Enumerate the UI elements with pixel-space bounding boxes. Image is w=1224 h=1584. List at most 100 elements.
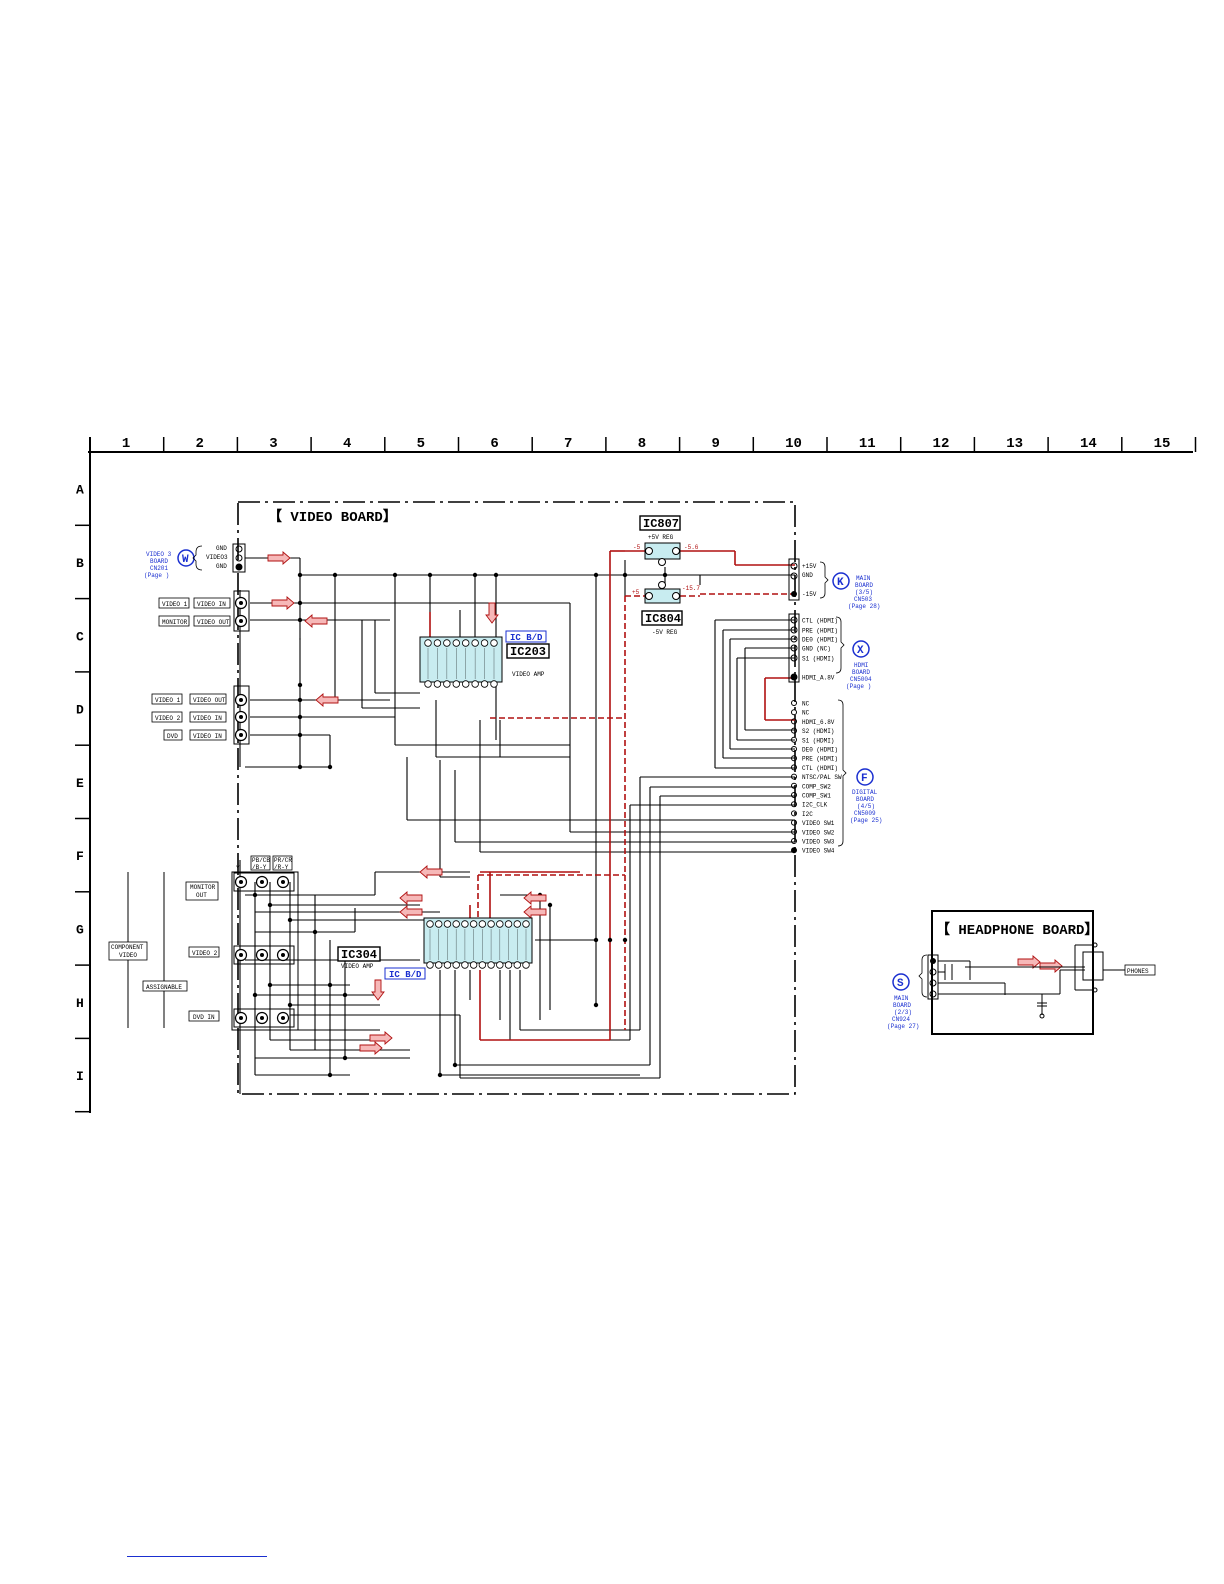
footer-link-line[interactable] [127, 1556, 267, 1557]
s-ref-3: CN924 [892, 1016, 910, 1023]
voltage-labels: -5 -5.6 +5 -15.7 [632, 544, 700, 596]
column-label-4: 4 [343, 436, 351, 452]
component-label-0: COMPONENT [111, 944, 144, 951]
row-label-H: H [76, 996, 84, 1011]
column-ruler [88, 437, 1197, 1113]
k-pin-2: -15V [802, 591, 817, 598]
f-ref-4: (Page 25) [850, 817, 882, 824]
column-label-14: 14 [1080, 436, 1097, 452]
rca-jack-4 [234, 728, 248, 742]
column-label-13: 13 [1006, 436, 1023, 452]
w-pin-1: VIDEO3 [206, 554, 228, 561]
k-pin-1: GND [802, 572, 813, 579]
pb-label-1: /B-Y [252, 864, 267, 871]
row-label-E: E [76, 776, 84, 791]
s-ref-2: (2/3) [894, 1009, 912, 1016]
column-label-7: 7 [564, 436, 572, 452]
ic203-tag: IC B/D [510, 633, 543, 643]
junction-dots [252, 572, 668, 1078]
column-label-11: 11 [859, 436, 876, 452]
headphone-board-title: 【 HEADPHONE BOARD】 [936, 922, 1098, 939]
f-pin-9: COMP_SW2 [802, 783, 831, 790]
mid-jack-right-0: VIDEO OUT [193, 697, 226, 704]
mid-jack-left-1: VIDEO 2 [155, 715, 181, 722]
k-connector-letter: K [837, 577, 844, 589]
f-ref-2: (4/5) [857, 803, 875, 810]
x-pin-5: HDMI_A.8V [802, 675, 835, 682]
w-ref-0: VIDEO 3 [146, 551, 172, 558]
component-jack-0-1 [255, 875, 269, 889]
x-ref-3: (Page ) [846, 683, 871, 690]
volt-label-2: +5 [632, 589, 640, 596]
column-label-3: 3 [269, 436, 277, 452]
w-pin-2: GND [216, 563, 227, 570]
top-jack-right-0: VIDEO IN [197, 601, 226, 608]
column-label-9: 9 [711, 436, 719, 452]
f-pin-5: DE0 (HDMI) [802, 747, 838, 754]
f-pin-13: VIDEO SW1 [802, 820, 835, 827]
x-connector: CTL (HDMI)PRE (HDMI)DE0 (HDMI)GND (NC)S1… [788, 613, 872, 690]
f-pin-11: I2C_CLK [802, 802, 828, 809]
top-jack-left-1: MONITOR [162, 619, 188, 626]
row-label-F: F [76, 849, 84, 864]
s-ref-4: (Page 27) [887, 1023, 919, 1030]
row-label-I: I [76, 1069, 84, 1084]
f-ref-3: CN5009 [854, 810, 876, 817]
ic804-desc: -5V REG [652, 629, 678, 636]
row-label-B: B [76, 556, 84, 571]
component-jack-0-2 [276, 875, 290, 889]
f-pin-15: VIDEO SW3 [802, 839, 835, 846]
k-ref-2: (3/5) [855, 589, 873, 596]
top-jack-left-0: VIDEO 1 [162, 601, 188, 608]
s-connector-icon [892, 973, 910, 991]
ic304-name: IC304 [341, 948, 377, 962]
ic304: IC304 VIDEO AMP IC B/D [337, 917, 533, 980]
pb-label-0: PB/CB [252, 857, 270, 864]
w-ref-3: (Page ) [144, 572, 169, 579]
ic304-desc: VIDEO AMP [341, 963, 374, 970]
video-board-outline [237, 501, 796, 1095]
f-pin-6: PRE (HDMI) [802, 756, 838, 763]
component-jack-1-2 [276, 948, 290, 962]
top-jack-right-1: VIDEO OUT [197, 619, 230, 626]
x-pin-4: S1 (HDMI) [802, 656, 834, 663]
pr-label-0: PR/CR [274, 857, 292, 864]
negative-power-wiring [477, 593, 795, 1030]
f-pin-12: I2C [802, 811, 813, 818]
k-ref-3: CN503 [854, 596, 872, 603]
s-ref-0: MAIN [894, 995, 909, 1002]
rca-jack-0 [234, 596, 248, 610]
x-ref-1: BOARD [852, 669, 870, 676]
volt-label-3: -15.7 [682, 585, 700, 592]
x-pin-1: PRE (HDMI) [802, 628, 838, 635]
ic804-name: IC804 [645, 612, 681, 626]
row-label-D: D [76, 703, 84, 718]
column-label-12: 12 [933, 436, 950, 452]
w-ref-1: BOARD [150, 558, 168, 565]
mid-jack-right-1: VIDEO IN [193, 715, 222, 722]
mid-jack-left-0: VIDEO 1 [155, 697, 181, 704]
column-label-2: 2 [196, 436, 204, 452]
y-label: Y [236, 865, 240, 872]
w-connector: W VIDEO 3 BOARD CN201 (Page ) GND VIDEO3… [144, 543, 246, 579]
monitor-out-0: MONITOR [190, 884, 216, 891]
component-jack-2-1 [255, 1011, 269, 1025]
f-pin-2: HDMI_6.8V [802, 719, 835, 726]
row-label-C: C [76, 629, 84, 644]
component-jack-2-0 [234, 1011, 248, 1025]
x-pin-2: DE0 (HDMI) [802, 637, 838, 644]
row-label-A: A [76, 483, 84, 498]
power-wiring [429, 550, 795, 1041]
k-pin-0: +15V [802, 563, 817, 570]
mid-jack-left-2: DVD [167, 733, 178, 740]
ic203-name: IC203 [510, 645, 546, 659]
monitor-out-1: OUT [196, 892, 207, 899]
x-connector-letter: X [857, 645, 864, 657]
s-connector-letter: S [897, 978, 904, 990]
k-ref-4: (Page 28) [848, 603, 880, 610]
column-label-5: 5 [417, 436, 425, 452]
f-pin-8: NTSC/PAL SW [802, 774, 842, 781]
